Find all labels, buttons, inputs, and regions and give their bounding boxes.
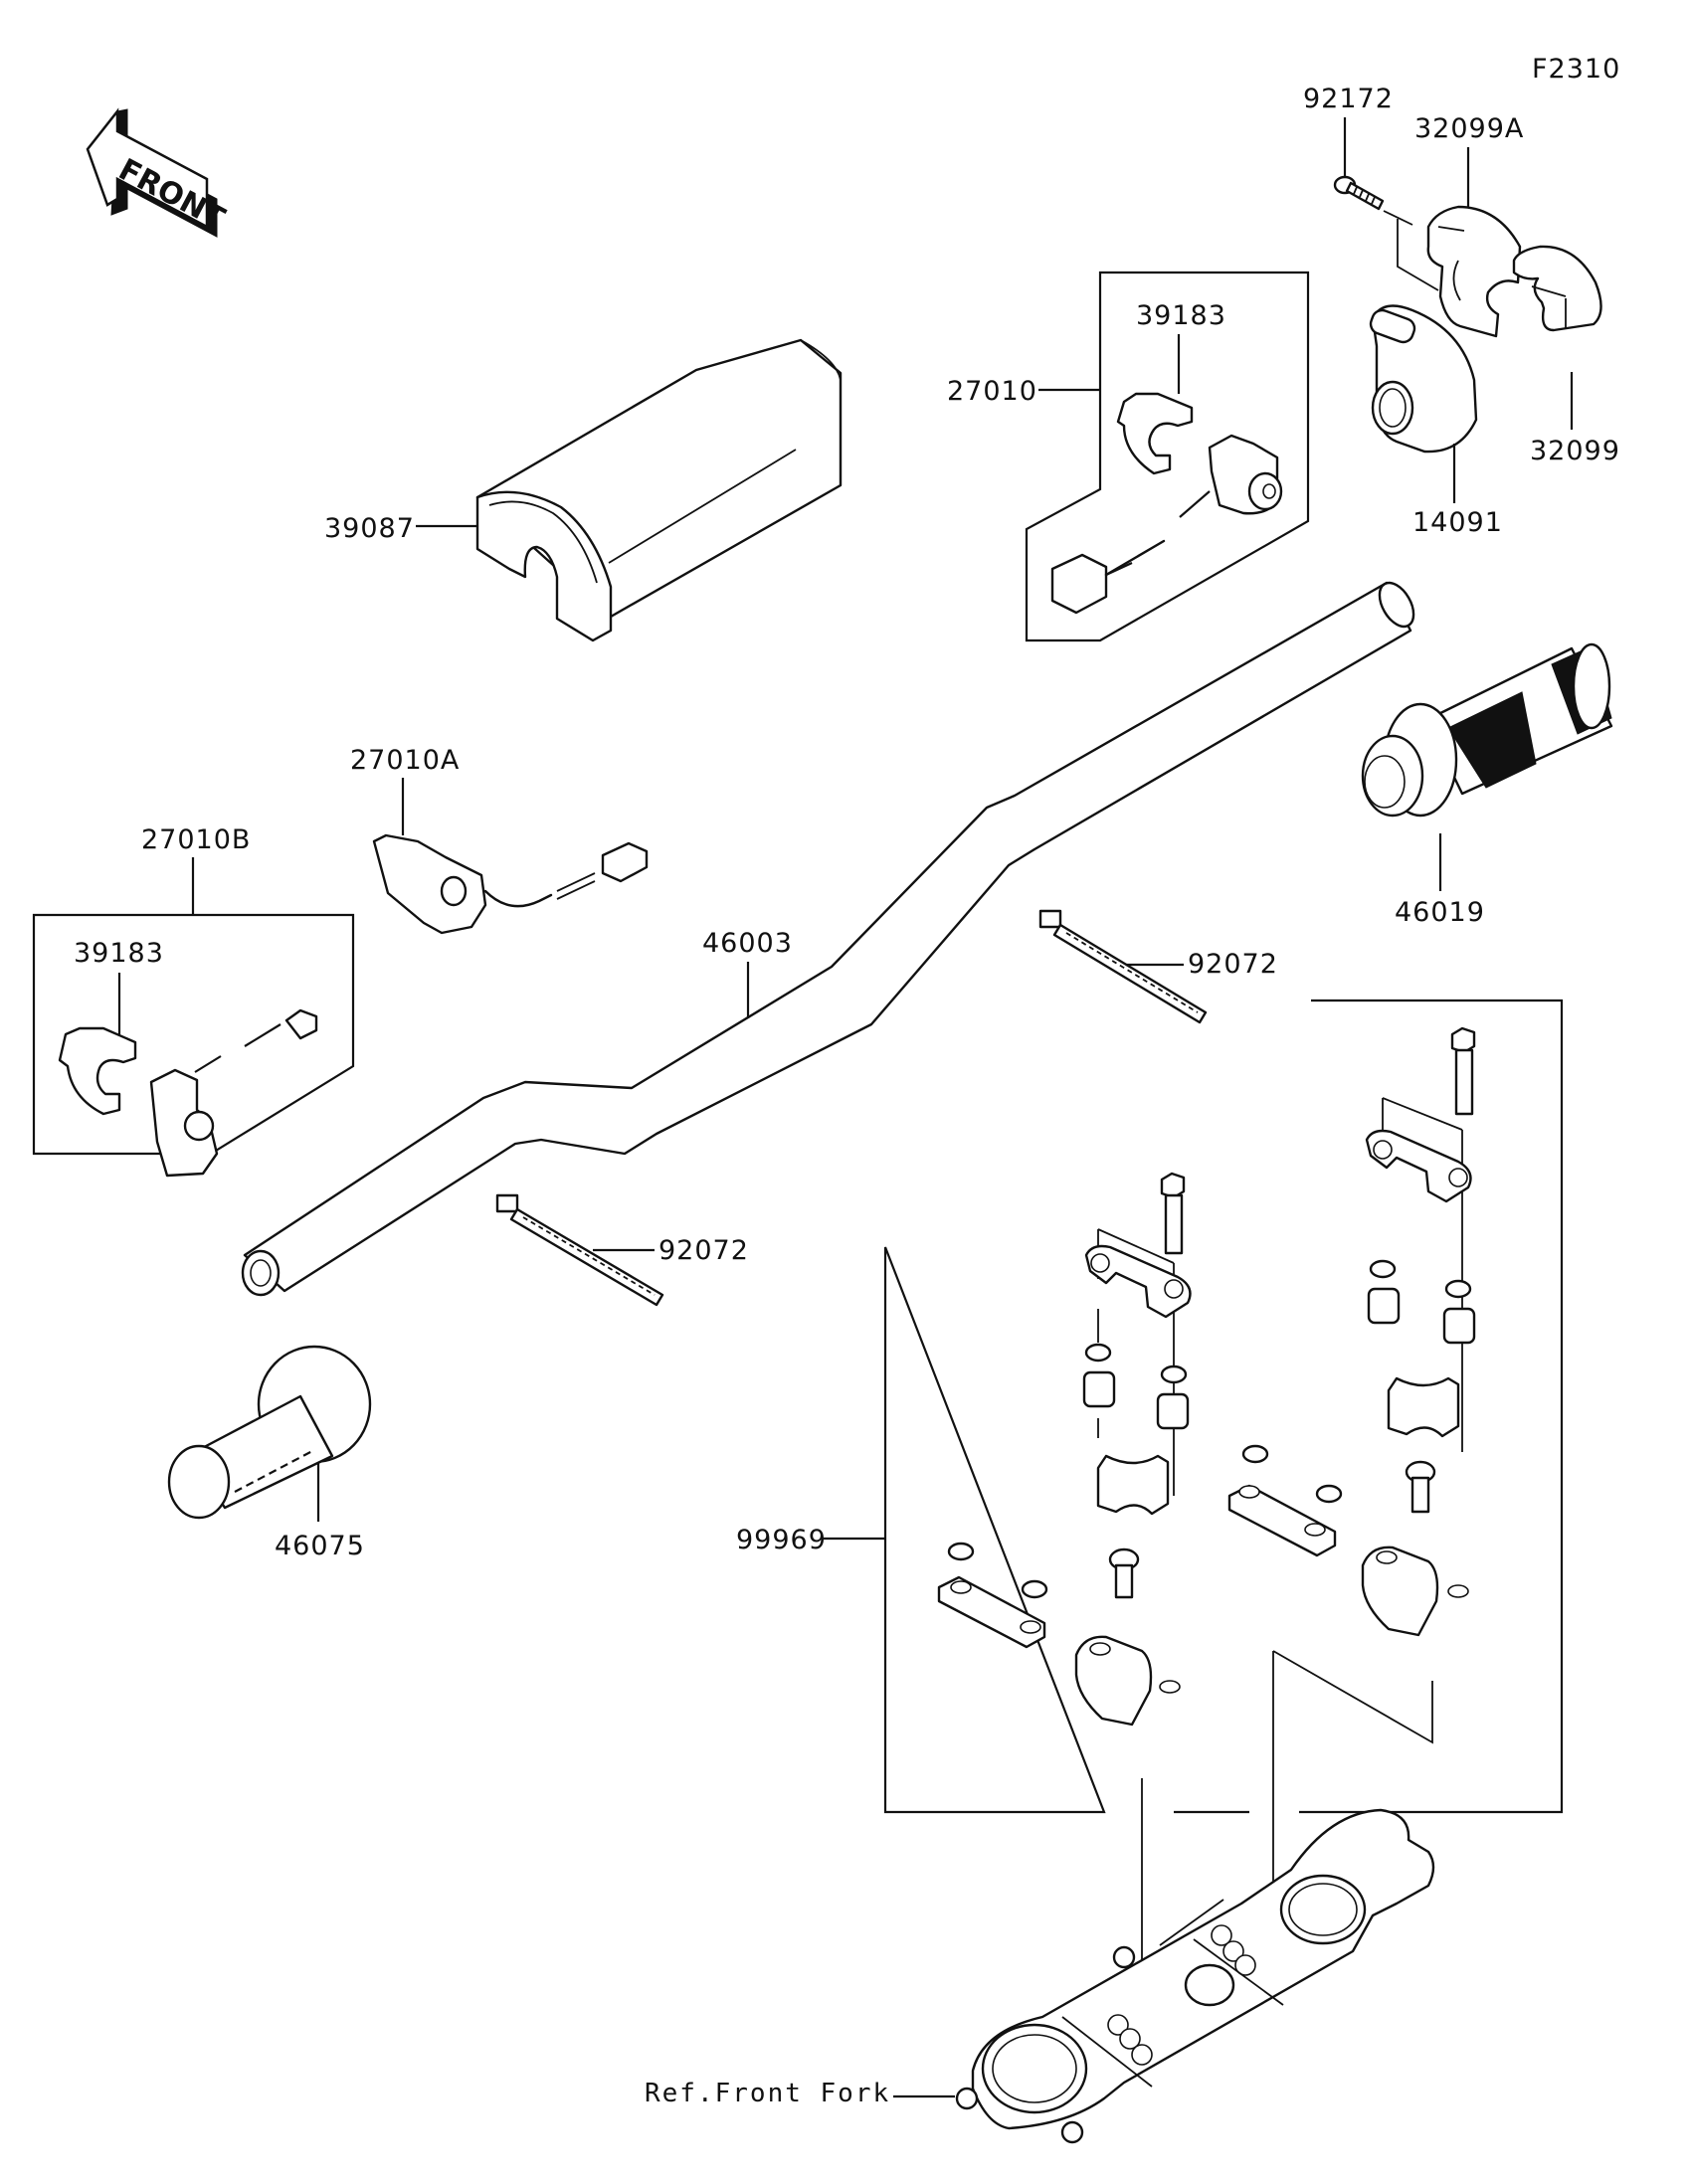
- part-99969-cap-bolt-left[interactable]: [1108, 1547, 1140, 1599]
- front-direction-arrow-icon: FRONT: [86, 107, 231, 238]
- part-27010A-switch[interactable]: [372, 833, 649, 935]
- part-46019-throttle-grip[interactable]: [1361, 642, 1613, 818]
- callout-32099: 32099: [1530, 436, 1620, 466]
- part-99969-clamp-top-left[interactable]: [1084, 1244, 1192, 1319]
- callout-32099A: 32099A: [1414, 113, 1524, 144]
- part-99969-riser-right[interactable]: [1361, 1546, 1469, 1637]
- callout-92072-lower: 92072: [658, 1235, 749, 1266]
- callout-27010: 27010: [947, 376, 1037, 407]
- part-46003-handlebar[interactable]: [241, 577, 1420, 1297]
- part-99969-spacer[interactable]: [1156, 1392, 1190, 1430]
- part-99969-washer[interactable]: [1444, 1279, 1472, 1299]
- group-box-99969: [883, 999, 1564, 1814]
- part-99969-washer[interactable]: [1369, 1259, 1397, 1279]
- part-99969-clamp-top-right[interactable]: [1365, 1129, 1472, 1203]
- part-triple-clamp-ref: [955, 1808, 1435, 2144]
- group-box-27010: [1025, 271, 1310, 642]
- callout-92172: 92172: [1303, 84, 1394, 114]
- callout-ref-front-fork: Ref.Front Fork: [645, 2079, 890, 2108]
- callout-27010A: 27010A: [350, 745, 460, 776]
- part-92172-bolt[interactable]: [1333, 175, 1385, 211]
- callout-39183-left: 39183: [74, 938, 164, 969]
- part-99969-plate-left[interactable]: [937, 1542, 1048, 1649]
- part-32099A-housing-cover[interactable]: [1426, 205, 1522, 338]
- callout-46019: 46019: [1395, 897, 1485, 928]
- part-39183-clamp-top[interactable]: [1116, 392, 1194, 475]
- callout-46075: 46075: [275, 1531, 365, 1561]
- part-39183-clamp-left[interactable]: [58, 1026, 137, 1116]
- figure-id: F2310: [1532, 54, 1620, 85]
- part-99969-spacer[interactable]: [1367, 1287, 1401, 1325]
- part-99969-bolt-left[interactable]: [1160, 1172, 1186, 1255]
- part-39087-handlebar-pad[interactable]: [475, 338, 843, 642]
- part-27010B-switch[interactable]: [149, 1008, 318, 1178]
- part-27010-switch[interactable]: [1179, 434, 1283, 518]
- part-92072-band-lower[interactable]: [495, 1193, 664, 1307]
- callout-39183-top: 39183: [1136, 300, 1226, 331]
- callout-92072-upper: 92072: [1188, 949, 1278, 980]
- callout-14091: 14091: [1412, 507, 1503, 538]
- part-46075-left-grip[interactable]: [167, 1345, 372, 1520]
- part-99969-lower-cradle-right[interactable]: [1387, 1376, 1460, 1438]
- callout-46003: 46003: [702, 928, 793, 959]
- part-99969-lower-cradle-left[interactable]: [1096, 1454, 1170, 1516]
- part-32099-throttle-housing[interactable]: [1512, 245, 1602, 332]
- part-27010-connector[interactable]: [1050, 539, 1166, 615]
- part-99969-washer[interactable]: [1084, 1343, 1112, 1363]
- callout-39087: 39087: [324, 513, 415, 544]
- callout-27010B: 27010B: [141, 824, 251, 855]
- callout-99969: 99969: [736, 1525, 827, 1555]
- part-99969-plate-right[interactable]: [1227, 1444, 1343, 1557]
- part-99969-bolt-right[interactable]: [1450, 1026, 1476, 1116]
- part-92072-band-upper[interactable]: [1038, 909, 1208, 1024]
- part-99969-spacer[interactable]: [1442, 1307, 1476, 1345]
- part-99969-washer[interactable]: [1160, 1365, 1188, 1384]
- part-14091-throttle-cover[interactable]: [1368, 304, 1478, 454]
- part-99969-spacer[interactable]: [1082, 1370, 1116, 1408]
- part-99969-riser-left[interactable]: [1074, 1635, 1181, 1727]
- part-99969-cap-bolt-right[interactable]: [1405, 1460, 1436, 1514]
- group-box-27010B: [32, 913, 355, 1156]
